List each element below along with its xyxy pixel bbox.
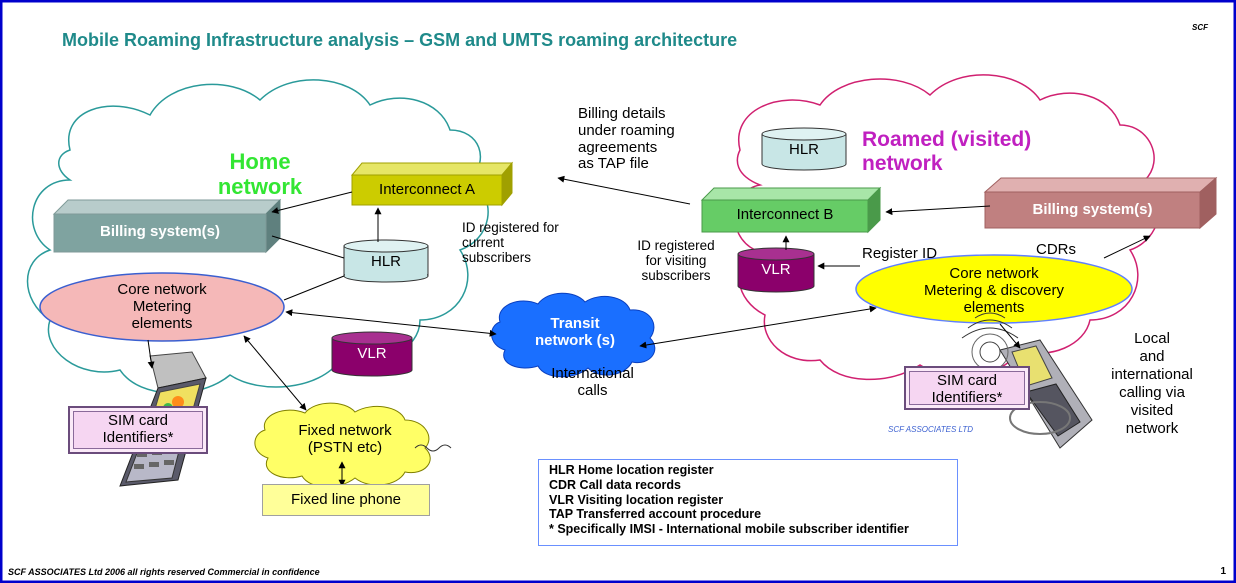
visited-vlr-cylinder (737, 247, 815, 293)
fixed-network-cloud (254, 402, 431, 488)
home-vlr-label: VLR (357, 345, 387, 362)
fixed-network-squiggle (414, 444, 452, 452)
home-sim-label-2: Identifiers* (102, 429, 174, 447)
interconnect-b-box (700, 186, 882, 234)
home-id-note: ID registered for current subscribers (462, 220, 559, 266)
cdrs-label: CDRs (1036, 241, 1076, 258)
visited-sim-label-1: SIM card (936, 372, 997, 389)
page-number: 1 (1220, 565, 1226, 577)
legend-line-cdr: CDR Call data records (549, 477, 681, 492)
visited-watermark: SCF ASSOCIATES LTD (888, 425, 974, 434)
legend-line-tap: TAP Transferred account procedure (549, 507, 762, 522)
corner-tag: SCF (1192, 23, 1208, 32)
visited-core-ellipse (855, 254, 1133, 324)
transit-network-cloud (491, 292, 656, 378)
visited-signal-waves (961, 312, 1019, 339)
interconnect-b-label: Interconnect B (736, 206, 834, 223)
legend-line-vlr: VLR Visiting location register (549, 492, 724, 507)
visited-hlr-cylinder (761, 127, 847, 171)
fixed-network-label: Fixed network(PSTN etc) (298, 422, 392, 456)
home-hlr-label: HLR (370, 253, 401, 270)
footer-text: SCF ASSOCIATES Ltd 2006 all rights reser… (8, 566, 320, 577)
home-sim-label-1: SIM card (107, 412, 168, 429)
visited-hlr-label: HLR (788, 141, 819, 158)
home-core-ellipse (39, 272, 285, 342)
visited-vlr-label: VLR (761, 261, 791, 278)
connectors (147, 175, 1151, 487)
home-hlr-cylinder (343, 239, 429, 283)
visited-billing-label: Billing system(s) (1032, 201, 1153, 218)
visited-sim-label-2: Identifiers* (931, 389, 1003, 407)
fixed-line-phone-box: Fixed line phone (262, 484, 430, 516)
interconnect-a-label: Interconnect A (379, 181, 475, 198)
home-billing-label: Billing system(s) (99, 223, 221, 240)
visited-sim-card-box: SIM card Identifiers* (904, 366, 1030, 410)
slide-title: Mobile Roaming Infrastructure analysis –… (62, 30, 738, 50)
legend-box: HLR Home location register CDR Call data… (538, 459, 958, 546)
home-sim-card-box: SIM card Identifiers* (68, 406, 208, 454)
legend-line-imsi: * Specifically IMSI - International mobi… (549, 522, 909, 536)
legend-line-hlr: HLR Home location register (549, 463, 714, 477)
home-billing-box (52, 198, 282, 254)
register-id-label: Register ID (862, 245, 938, 262)
visited-network-title: Roamed (visited)network (862, 128, 1032, 175)
interconnect-a-box (350, 161, 514, 207)
visited-billing-box (983, 176, 1218, 230)
